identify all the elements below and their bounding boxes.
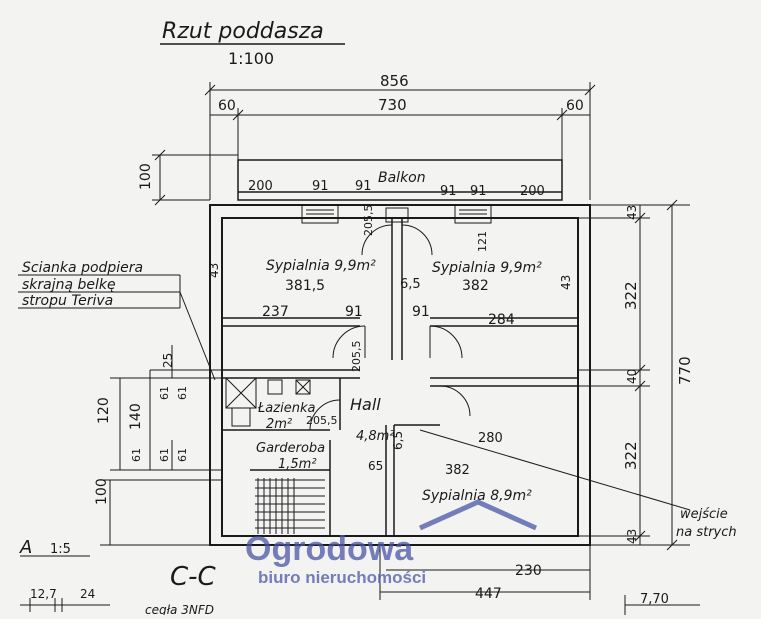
dim-inner-width: 730 <box>378 96 407 114</box>
dim-left-25: 25 <box>161 353 175 368</box>
room-label-bedroom-bottom: Sypialnia 8,9m² <box>422 488 532 504</box>
right-dimensions <box>578 199 690 551</box>
dim-top-91-c: 91 <box>440 184 457 199</box>
interior-walls <box>222 218 578 536</box>
room-label-bathroom-area: 2m² <box>266 417 292 432</box>
callout-box <box>18 274 216 381</box>
stairs <box>255 478 325 534</box>
plan-scale: 1:100 <box>228 49 274 68</box>
room-label-bedroom-left: Sypialnia 9,9m² <box>266 258 376 274</box>
door-swings <box>309 224 471 431</box>
windows-top <box>301 204 492 224</box>
bottom-dimensions <box>20 545 700 615</box>
dim-right-43-mid: 43 <box>559 275 573 290</box>
dim-val-230: 230 <box>515 563 542 579</box>
dim-wall-65: 6,5 <box>400 277 421 292</box>
dim-left-61-d: 61 <box>158 448 171 462</box>
room-label-balcony: Balkon <box>378 170 426 186</box>
room-label-wardrobe: Garderoba <box>256 441 325 456</box>
dim-left-100: 100 <box>94 478 110 505</box>
dim-left-61-b: 61 <box>176 386 189 400</box>
dim-door-205-5-c: 205,5 <box>306 414 338 427</box>
watermark-brand: Ogrodowa <box>245 530 414 568</box>
dim-left-overhang: 60 <box>218 98 236 114</box>
room-label-bathroom: Łazienka <box>257 401 315 416</box>
dim-top-200-left: 200 <box>248 179 273 194</box>
dim-val-7-70: 7,70 <box>640 592 669 607</box>
room-label-hall-area: 4,8m² <box>356 429 395 444</box>
dim-left-61-e: 61 <box>176 448 189 462</box>
dim-left-43: 43 <box>207 263 221 278</box>
dim-door-91-right: 91 <box>412 304 430 320</box>
callout-line-3: stropu Teriva <box>22 293 113 309</box>
dim-right-room-width: 284 <box>488 312 515 328</box>
dim-val-382-bottom: 382 <box>445 463 470 478</box>
dim-top-91-a: 91 <box>312 179 329 194</box>
dim-val-447: 447 <box>475 586 502 602</box>
bottom-note: cegła 3NFD <box>145 603 214 615</box>
dim-right-322-top: 322 <box>622 281 640 310</box>
dim-balcony-depth: 100 <box>138 163 154 190</box>
dim-left-140: 140 <box>128 403 144 430</box>
dim-val-24: 24 <box>80 587 95 601</box>
entry-leader-line <box>419 429 691 511</box>
room-label-bedroom-right: Sypialnia 9,9m² <box>432 260 542 276</box>
dim-right-43-bottom: 43 <box>625 529 639 544</box>
dim-door-205-5-a: 205,5 <box>362 205 375 237</box>
balcony-outline <box>237 159 563 201</box>
dim-left-61-a: 61 <box>158 386 171 400</box>
watermark-logo: Ogrodowa biuro nieruchomości <box>245 499 538 587</box>
dim-val-65-bottom: 65 <box>368 459 383 473</box>
dim-val-280: 280 <box>478 431 503 446</box>
callout-line-2: skrajną belkę <box>22 277 116 293</box>
room-label-wardrobe-area: 1,5m² <box>278 457 317 472</box>
dim-right-322-bottom: 322 <box>622 441 640 470</box>
dim-top-200-right: 200 <box>520 184 545 199</box>
dim-door-121: 121 <box>476 231 489 252</box>
dim-right-43-top: 43 <box>625 205 639 220</box>
dim-top-91-d: 91 <box>470 184 487 199</box>
detail-label: A <box>19 537 32 558</box>
dim-overall-height: 770 <box>676 356 694 385</box>
dim-top-91-b: 91 <box>355 179 372 194</box>
outer-walls <box>209 204 591 546</box>
dim-val-12-7: 12,7 <box>30 587 57 601</box>
watermark-subtitle: biuro nieruchomości <box>258 568 426 587</box>
house-roof-icon <box>418 499 538 531</box>
dim-right-room-small: 382 <box>462 278 489 294</box>
section-label: C-C <box>170 562 217 592</box>
dim-door-91-left: 91 <box>345 304 363 320</box>
room-label-hall: Hall <box>350 395 381 414</box>
dim-left-room-small: 381,5 <box>285 278 325 294</box>
bathroom-fixtures <box>225 377 311 427</box>
callout-line-1: Scianka podpiera <box>22 260 143 276</box>
dim-left-room-width: 237 <box>262 304 289 320</box>
top-dimensions <box>152 82 596 206</box>
entry-note-line-1: wejście <box>680 507 728 522</box>
dim-overall-width: 856 <box>380 72 409 90</box>
detail-scale: 1:5 <box>50 542 71 557</box>
dim-right-overhang: 60 <box>566 98 584 114</box>
entry-note-line-2: na strych <box>676 525 737 540</box>
left-dimensions <box>100 345 222 546</box>
dim-left-61-c: 61 <box>130 448 143 462</box>
dim-left-120: 120 <box>96 397 112 424</box>
plan-title: Rzut poddasza <box>162 19 324 44</box>
dim-val-65-side: 6,5 <box>391 431 405 450</box>
dim-door-205-5-b: 205,5 <box>350 341 363 373</box>
dim-right-40: 40 <box>625 369 639 384</box>
